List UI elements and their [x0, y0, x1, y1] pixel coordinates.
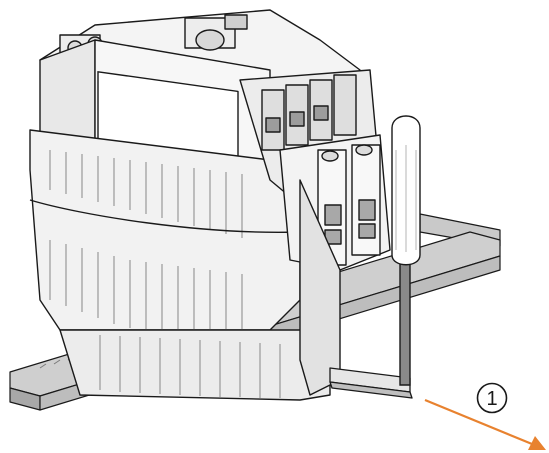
- callout-number: 1: [486, 388, 497, 410]
- callout-marker: 1: [476, 382, 508, 414]
- arrow-icon: [424, 398, 546, 450]
- din-clip-latch: [329, 367, 413, 399]
- screwdriver-icon: [391, 115, 421, 386]
- device-module: [29, 9, 391, 401]
